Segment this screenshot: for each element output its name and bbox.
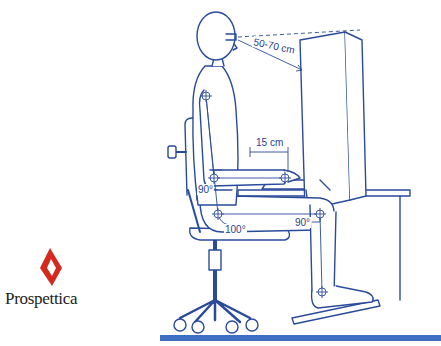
shin	[310, 205, 336, 298]
dimension-label: 15 cm	[255, 137, 284, 148]
head	[197, 12, 235, 60]
dimension-line	[250, 147, 288, 172]
foot	[312, 286, 374, 308]
joint-markers	[200, 90, 328, 298]
nose	[233, 44, 237, 50]
angle-label: 90°	[197, 184, 214, 195]
arrowhead	[296, 65, 302, 71]
wheel	[246, 319, 258, 331]
floor	[160, 335, 441, 341]
angle-label: 100°	[224, 224, 247, 235]
monitor	[300, 32, 350, 210]
monitor-side	[345, 32, 366, 200]
wheel	[226, 321, 238, 333]
chair-base	[180, 300, 250, 322]
angle-label: 90°	[294, 217, 311, 228]
body-axes	[206, 96, 322, 292]
chair-lift	[209, 250, 221, 270]
glasses	[226, 34, 236, 40]
desk-leg	[399, 196, 400, 300]
logo-mark	[40, 248, 62, 286]
wheel	[174, 319, 186, 331]
adjust-knob-stem	[176, 151, 186, 153]
distance-dimension: 50-70 cm	[252, 36, 297, 56]
wheel	[192, 321, 204, 333]
logo-text: Prospettica	[4, 290, 78, 309]
adjust-knob	[168, 146, 176, 158]
